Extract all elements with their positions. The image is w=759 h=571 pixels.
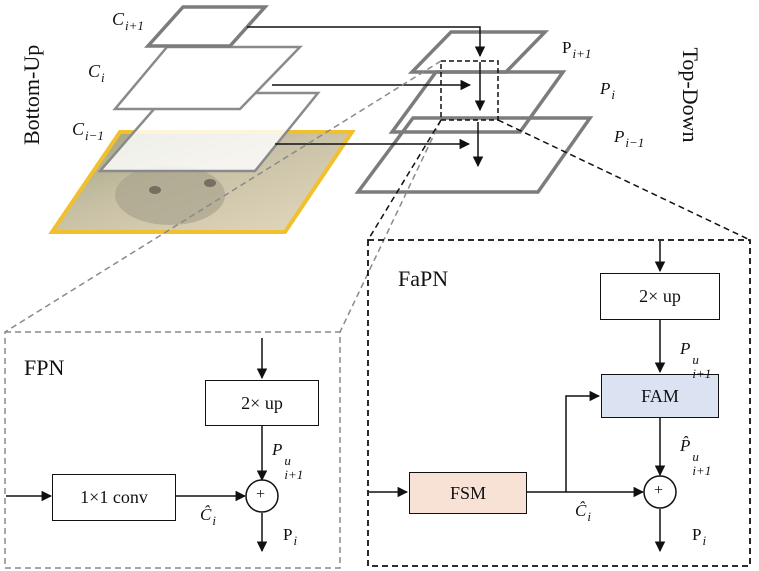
zoom-line-fapn-2 — [497, 119, 751, 241]
zoom-line-fpn-1 — [4, 60, 442, 333]
plane-p-i-plus-1 — [407, 30, 550, 74]
fpn-c-hat-label: Ĉi — [200, 505, 216, 528]
top-down-label: Top-Down — [678, 47, 703, 143]
fpn-panel — [4, 331, 341, 569]
fpn-output-label: Pi — [283, 525, 298, 548]
fapn-add-symbol: + — [654, 482, 664, 499]
label-c-i-plus-1: Ci+1 — [112, 9, 144, 33]
plane-c-i — [112, 45, 303, 111]
bear-eye-left — [149, 186, 161, 194]
zoom-line-fpn-2 — [339, 119, 442, 333]
bottom-up-label: Bottom-Up — [19, 44, 44, 145]
fsm-block: FSM — [409, 472, 527, 514]
plane-p-i — [388, 70, 567, 134]
lateral-arrow-top — [247, 26, 486, 58]
fam-block: FAM — [601, 374, 719, 418]
plane-c-i-plus-1 — [144, 5, 269, 48]
fpn-upsample-block: 2× up — [205, 380, 319, 426]
zoom-box — [440, 60, 499, 121]
fapn-output-label: Pi — [692, 525, 707, 548]
label-c-i: Ci — [88, 61, 105, 85]
fapn-panel — [367, 239, 751, 567]
label-c-i-minus-1: Ci−1 — [72, 119, 104, 143]
label-p-i: Pi — [600, 79, 616, 102]
fpn-conv-block: 1×1 conv — [52, 474, 176, 521]
fapn-upsample-block: 2× up — [600, 273, 720, 320]
fpn-add-symbol: + — [256, 486, 266, 503]
zoom-line-fapn-1 — [367, 119, 442, 241]
label-p-i-plus-1: Pi+1 — [562, 38, 592, 61]
fapn-arrow-fsm-to-fam — [565, 390, 601, 492]
bear-eye-right — [204, 179, 216, 187]
fapn-c-hat-label: Ĉi — [575, 501, 591, 524]
fpn-add-node — [245, 479, 279, 513]
bear-head-shape — [115, 165, 225, 225]
plane-c-i-minus-1 — [97, 91, 321, 173]
fapn-add-node — [643, 475, 677, 509]
fpn-title: FPN — [24, 355, 65, 380]
fapn-title: FaPN — [398, 266, 449, 291]
label-p-i-minus-1: Pi−1 — [614, 127, 645, 150]
